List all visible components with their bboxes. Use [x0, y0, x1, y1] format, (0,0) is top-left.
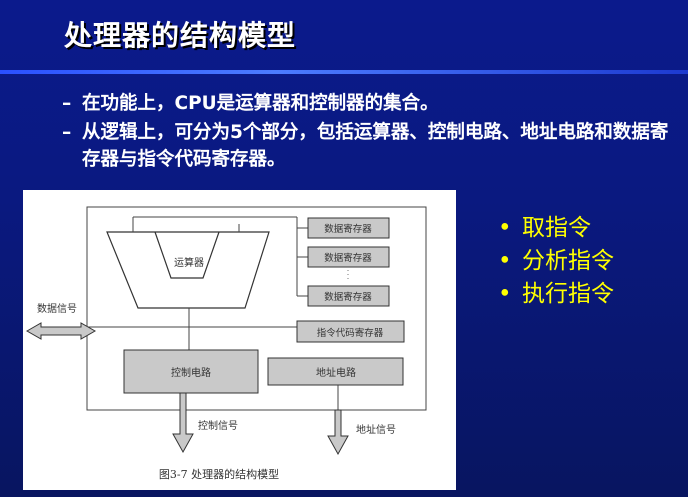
alu-notch — [154, 231, 220, 279]
control-signal-label: 控制信号 — [198, 419, 238, 432]
bullet-dash: – — [62, 122, 72, 143]
alu-shape — [106, 231, 270, 309]
right-list-bullet: • — [498, 215, 512, 241]
bullet-item: – 从逻辑上，可分为5个部分，包括运算器、控制电路、地址电路和数据寄存器与指令代… — [62, 119, 672, 173]
data-register-label: 数据寄存器 — [324, 223, 372, 235]
address-signal-label: 地址信号 — [356, 423, 396, 436]
control-circuit — [123, 349, 259, 394]
figure-caption: 图3-7 处理器的结构模型 — [159, 467, 279, 481]
data-register-1 — [307, 217, 390, 239]
address-circuit — [267, 357, 404, 386]
right-list-text: 取指令 — [522, 215, 591, 241]
data-register-label: 数据寄存器 — [324, 291, 372, 303]
data-register-2 — [307, 246, 390, 268]
address-circuit-label: 地址电路 — [316, 366, 356, 379]
right-list-item: • 取指令 — [498, 212, 614, 245]
address-signal-arrow — [327, 409, 349, 456]
processor-structure-diagram: 运算器 数据寄存器 数据寄存器 数据寄存器 数据信号 指令代码寄存器 控制电路 … — [23, 190, 456, 490]
bullet-item: – 在功能上，CPU是运算器和控制器的集合。 — [62, 90, 672, 117]
instruction-register-label: 指令代码寄存器 — [317, 327, 384, 339]
bullet-list: – 在功能上，CPU是运算器和控制器的集合。 – 从逻辑上，可分为5个部分，包括… — [62, 90, 672, 175]
data-register-3 — [307, 285, 390, 307]
data-register-label: 数据寄存器 — [324, 252, 372, 264]
right-list-text: 执行指令 — [522, 281, 614, 307]
instruction-cycle-list: • 取指令 • 分析指令 • 执行指令 — [498, 212, 614, 311]
instruction-register — [296, 320, 405, 343]
bullet-text: 在功能上，CPU是运算器和控制器的集合。 — [82, 93, 439, 114]
right-list-text: 分析指令 — [522, 248, 614, 274]
alu-label: 运算器 — [174, 256, 204, 269]
data-signal-arrow — [25, 322, 97, 340]
control-circuit-label: 控制电路 — [171, 366, 211, 379]
right-list-bullet: • — [498, 248, 512, 274]
control-signal-arrow — [172, 392, 194, 454]
right-list-item: • 执行指令 — [498, 278, 614, 311]
slide-title: 处理器的结构模型 — [64, 19, 297, 52]
bullet-text: 从逻辑上，可分为5个部分，包括运算器、控制电路、地址电路和数据寄存器与指令代码寄… — [82, 122, 669, 170]
right-list-item: • 分析指令 — [498, 245, 614, 278]
diagram-canvas: 运算器 数据寄存器 数据寄存器 数据寄存器 数据信号 指令代码寄存器 控制电路 … — [25, 206, 427, 481]
right-list-bullet: • — [498, 281, 512, 307]
title-underline — [0, 70, 688, 74]
data-signal-label: 数据信号 — [37, 302, 77, 315]
bullet-dash: – — [62, 93, 72, 114]
